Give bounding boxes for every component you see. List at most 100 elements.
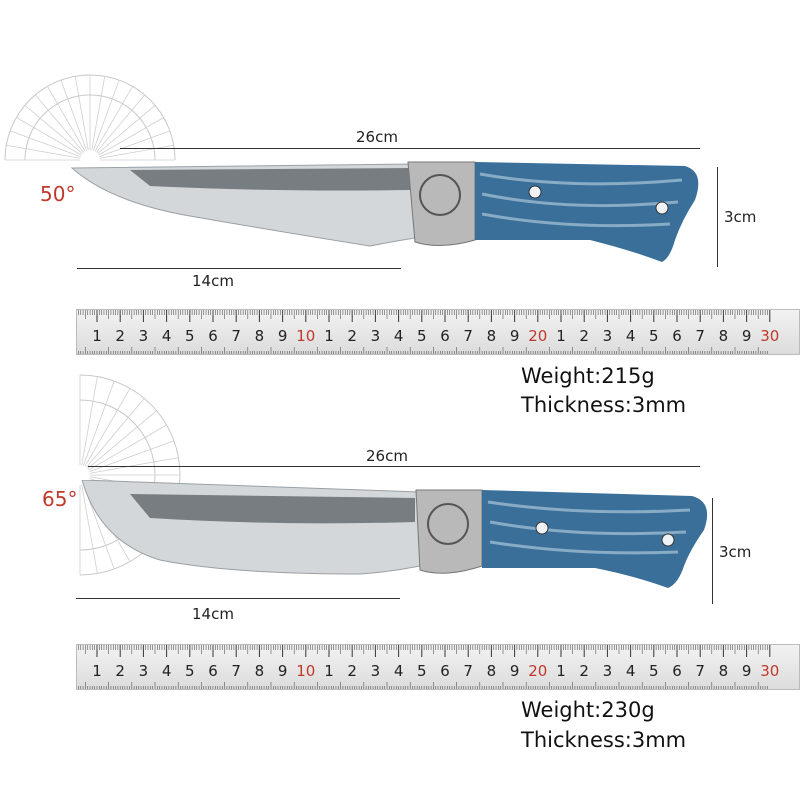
ruler-label: 2 — [347, 662, 357, 680]
ruler-label: 10 — [296, 662, 315, 680]
ruler-label: 6 — [440, 327, 450, 345]
ruler-label: 7 — [695, 662, 705, 680]
ruler-label: 1 — [92, 327, 102, 345]
protractor-ray — [84, 388, 131, 467]
protractor-ray — [93, 79, 120, 151]
ruler-label: 6 — [672, 327, 682, 345]
protractor-ray — [88, 424, 167, 471]
ruler-label: 4 — [162, 662, 172, 680]
thickness-label-1: Thickness:3mm — [521, 393, 687, 417]
protractor-ray — [99, 144, 174, 159]
protractor-ray — [74, 76, 89, 151]
protractor-1 — [4, 74, 176, 161]
ruler-label: 20 — [528, 662, 547, 680]
ruler-label: 2 — [347, 327, 357, 345]
ruler-label: 30 — [760, 662, 779, 680]
ruler-label: 1 — [556, 327, 566, 345]
length-line-1 — [120, 148, 700, 149]
ruler-label: 8 — [255, 327, 265, 345]
ruler-label: 6 — [208, 327, 218, 345]
ruler-label: 10 — [296, 327, 315, 345]
ruler-label: 5 — [185, 662, 195, 680]
ruler-label: 4 — [626, 662, 636, 680]
handle-1 — [475, 162, 699, 262]
handle-2 — [482, 490, 708, 588]
ruler-label: 8 — [255, 662, 265, 680]
ruler-label: 7 — [231, 662, 241, 680]
blade-length-label-2: 14cm — [192, 605, 234, 623]
ruler-label: 8 — [487, 327, 497, 345]
ruler-label: 7 — [695, 327, 705, 345]
angle-label-1: 50° — [40, 182, 76, 206]
knife-1 — [70, 161, 699, 262]
length-line-2 — [88, 466, 700, 467]
ruler-label: 2 — [115, 662, 125, 680]
ruler-label: 6 — [440, 662, 450, 680]
ruler-label: 5 — [417, 662, 427, 680]
ruler-label: 20 — [528, 327, 547, 345]
ruler-label: 5 — [649, 327, 659, 345]
ruler-label: 2 — [579, 327, 589, 345]
ruler-label: 3 — [603, 327, 613, 345]
protractor-ray — [87, 410, 157, 469]
protractor-ray — [24, 105, 83, 154]
protractor-ray — [96, 94, 145, 153]
protractor-ray — [47, 86, 86, 152]
protractor-ray — [60, 79, 87, 151]
protractor-ray — [83, 380, 115, 466]
ruler-label: 2 — [115, 327, 125, 345]
weight-label-1: Weight:215g — [521, 364, 655, 388]
ruler-label: 5 — [649, 662, 659, 680]
angle-label-2: 65° — [42, 487, 78, 511]
ruler-label: 9 — [742, 662, 752, 680]
ruler-label: 8 — [719, 662, 729, 680]
ruler-label: 2 — [579, 662, 589, 680]
ruler-label: 4 — [394, 662, 404, 680]
width-line-1 — [717, 167, 718, 267]
protractor-ray — [81, 484, 98, 574]
protractor-ray — [97, 105, 156, 154]
bolster-2 — [415, 489, 483, 574]
ruler-label: 3 — [371, 327, 381, 345]
protractor-ray — [81, 376, 98, 466]
ruler-label: 3 — [371, 662, 381, 680]
width-line-2 — [712, 498, 713, 604]
ruler-label: 8 — [719, 327, 729, 345]
protractor-ray — [99, 130, 171, 157]
ruler-label: 4 — [162, 327, 172, 345]
width-label-2: 3cm — [719, 543, 752, 561]
ruler-label: 6 — [672, 662, 682, 680]
blade-line-2 — [76, 598, 400, 599]
ruler-label: 6 — [208, 662, 218, 680]
ruler-label: 4 — [626, 327, 636, 345]
ruler-label: 3 — [603, 662, 613, 680]
ruler-label: 4 — [394, 327, 404, 345]
protractor-ray — [35, 94, 84, 153]
ruler-label: 1 — [324, 662, 334, 680]
protractor-ray — [91, 76, 106, 151]
protractor-ray — [86, 398, 145, 468]
thickness-label-2: Thickness:3mm — [521, 728, 687, 752]
ruler-label: 7 — [463, 327, 473, 345]
ruler-label: 5 — [417, 327, 427, 345]
ruler-label: 30 — [760, 327, 779, 345]
ruler-label: 3 — [139, 327, 149, 345]
weight-label-2: Weight:230g — [521, 698, 655, 722]
length-label-2: 26cm — [366, 447, 408, 465]
protractor-ray — [9, 130, 81, 157]
knife-2 — [81, 480, 708, 588]
protractor-ray — [98, 117, 164, 156]
length-label-1: 26cm — [356, 128, 398, 146]
ruler-label: 9 — [510, 662, 520, 680]
ruler-label: 9 — [278, 327, 288, 345]
ruler-label: 5 — [185, 327, 195, 345]
width-label-1: 3cm — [724, 208, 757, 226]
ruler-label: 8 — [487, 662, 497, 680]
protractor-ray — [16, 117, 82, 156]
blade-length-label-1: 14cm — [192, 272, 234, 290]
ruler-label: 9 — [510, 327, 520, 345]
protractor-ray — [6, 144, 81, 159]
